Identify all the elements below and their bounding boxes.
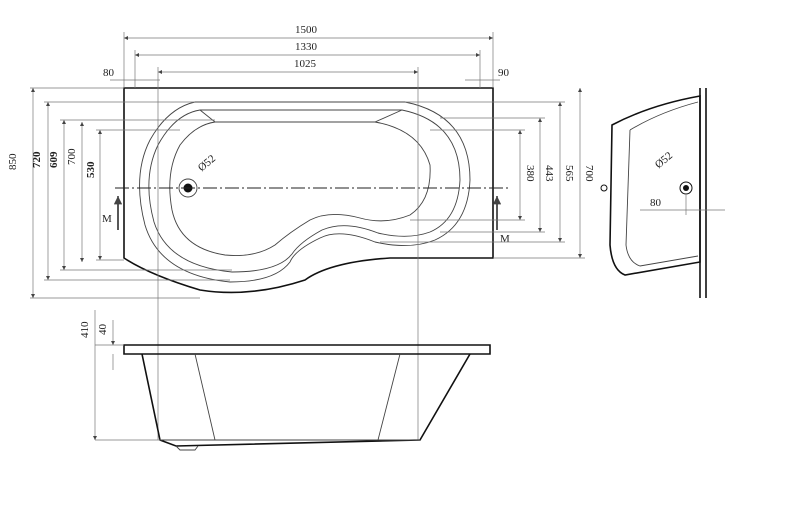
right-dimensions: 380 443 565 700 <box>380 88 595 259</box>
side-view-fitting <box>600 184 608 192</box>
side-view-overflow-center <box>683 185 689 191</box>
top-view-basin-outer <box>139 101 471 283</box>
top-view-backrest-line <box>199 109 403 123</box>
dim-inner-length: 1330 <box>295 41 318 53</box>
top-dimensions: 1500 1330 1025 80 90 <box>103 24 510 440</box>
section-mark-right: M <box>500 233 510 245</box>
dim-overall-length: 1500 <box>295 24 318 36</box>
dim-700-right: 700 <box>583 165 595 182</box>
dim-basin-length: 1025 <box>294 58 317 70</box>
dim-40: 40 <box>97 324 109 336</box>
side-view-offset-label: 80 <box>650 197 662 209</box>
side-view-outline <box>609 95 701 276</box>
top-view: M M Ø52 <box>102 87 510 294</box>
front-view: 410 40 <box>79 310 491 451</box>
top-view-basin-floor <box>169 121 431 256</box>
dim-410: 410 <box>79 321 91 338</box>
side-view-overflow <box>679 181 693 195</box>
side-view-inner <box>625 101 699 267</box>
dim-530: 530 <box>85 161 97 178</box>
section-mark-left: M <box>102 213 112 225</box>
dim-609: 609 <box>48 151 60 168</box>
dim-left-offset: 80 <box>103 67 115 79</box>
drain-diameter-label-side: Ø52 <box>653 150 675 171</box>
front-view-rim <box>123 344 491 355</box>
dim-720: 720 <box>31 151 43 168</box>
front-view-foot <box>175 445 199 451</box>
top-view-outline <box>123 87 494 294</box>
dim-850: 850 <box>7 153 19 170</box>
side-view: 80 Ø52 <box>600 88 725 298</box>
dim-380: 380 <box>524 165 536 182</box>
front-view-panel-lines <box>160 353 420 441</box>
dim-700-left: 700 <box>66 148 78 165</box>
dim-right-offset: 90 <box>498 67 510 79</box>
drain-diameter-label-top: Ø52 <box>196 153 218 174</box>
front-view-body <box>141 353 471 447</box>
left-dimensions: 850 720 609 700 530 <box>7 87 232 299</box>
dim-565: 565 <box>563 165 575 182</box>
top-view-basin-mid <box>148 109 461 273</box>
top-view-drain <box>178 178 198 198</box>
dim-443: 443 <box>543 165 555 182</box>
